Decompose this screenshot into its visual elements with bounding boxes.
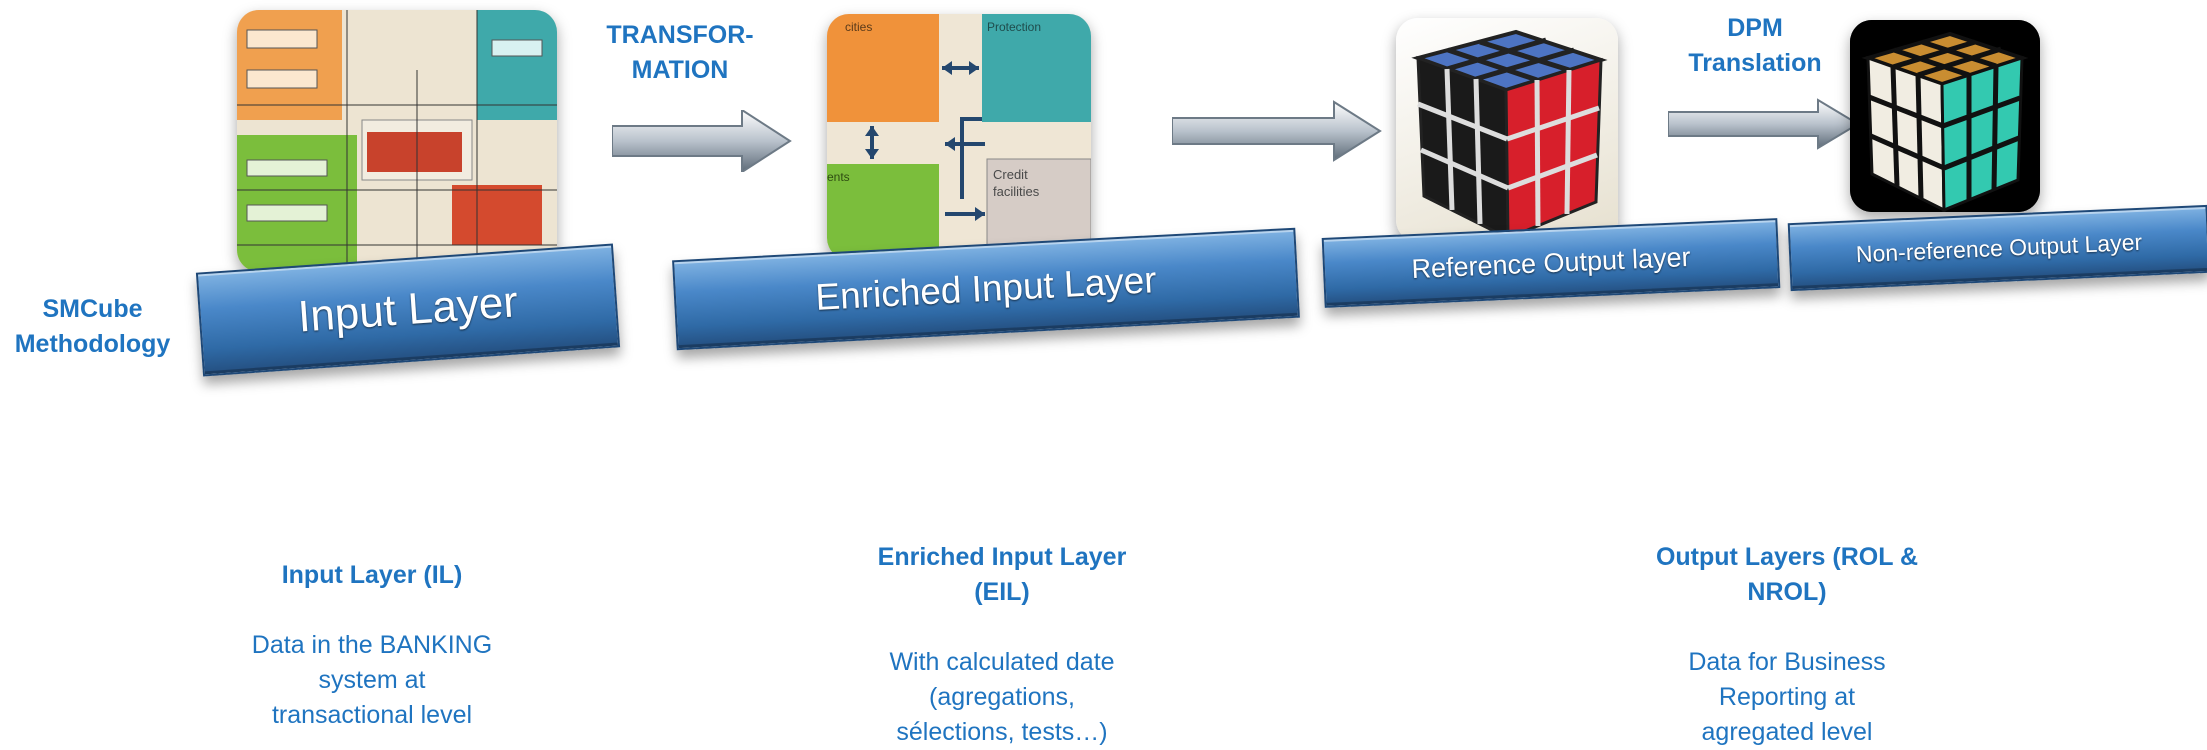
transformation-arrow	[612, 110, 792, 172]
nonreference-output-layer-label: Non-reference Output Layer	[1855, 228, 2143, 267]
il-line-1: Data in the BANKING	[251, 631, 493, 659]
reference-arrow	[1172, 100, 1382, 162]
eil-title-line2: (EIL)	[974, 578, 1030, 606]
enriched-input-layer-bar: Enriched Input Layer	[672, 227, 1300, 351]
enriched-card-tl: cities	[845, 20, 873, 34]
enriched-input-layer-label: Enriched Input Layer	[814, 259, 1158, 318]
ol-line-1: Data for Business	[1688, 648, 1886, 676]
eil-description: Enriched Input Layer (EIL) With calculat…	[852, 540, 1152, 750]
ol-title-line1: Output Layers (ROL &	[1655, 543, 1919, 571]
transformation-line2: MATION	[631, 56, 729, 84]
side-label-line2: Methodology	[14, 330, 171, 358]
ol-line-2: Reporting at	[1718, 683, 1856, 711]
enriched-card-br-line1: Credit	[993, 167, 1028, 182]
ol-line-3: agregated level	[1701, 718, 1873, 746]
ol-title-line2: NROL)	[1747, 578, 1827, 606]
il-line-2: system at	[318, 666, 426, 694]
transformation-label: TRANSFOR- MATION	[590, 18, 770, 88]
input-layer-label: Input Layer	[296, 277, 520, 342]
enriched-card-br-line2: facilities	[993, 184, 1040, 199]
enriched-layer-diagram: cities Protection ents Credit facilities	[827, 14, 1091, 260]
dpm-line2: Translation	[1688, 49, 1822, 77]
il-line-3: transactional level	[271, 701, 473, 729]
dpm-translation-label: DPM Translation	[1660, 11, 1850, 81]
ol-description: Output Layers (ROL & NROL) Data for Busi…	[1637, 540, 1937, 750]
il-title: Input Layer (IL)	[281, 561, 463, 589]
nonreference-output-layer-bar: Non-reference Output Layer	[1787, 204, 2207, 292]
eil-line-2: (agregations,	[929, 683, 1075, 711]
dpm-arrow	[1668, 98, 1860, 150]
transformation-line1: TRANSFOR-	[606, 21, 754, 49]
dpm-line1: DPM	[1727, 14, 1783, 42]
input-layer-diagram	[237, 10, 557, 272]
enriched-card-bl: ents	[827, 170, 850, 184]
reference-output-layer-label: Reference Output layer	[1410, 241, 1692, 284]
eil-line-3: sélections, tests…)	[896, 718, 1108, 746]
reference-cube-image	[1396, 18, 1618, 242]
side-label-line1: SMCube	[42, 295, 143, 323]
enriched-card-tr: Protection	[987, 20, 1042, 34]
eil-title-line1: Enriched Input Layer	[877, 543, 1127, 571]
side-label: SMCube Methodology	[0, 292, 185, 362]
eil-line-1: With calculated date	[889, 648, 1115, 676]
nonreference-cube-image	[1850, 20, 2040, 212]
il-description: Input Layer (IL) Data in the BANKING sys…	[222, 558, 522, 733]
enriched-card-br: Credit facilities	[993, 166, 1039, 200]
reference-output-layer-bar: Reference Output layer	[1321, 218, 1781, 308]
